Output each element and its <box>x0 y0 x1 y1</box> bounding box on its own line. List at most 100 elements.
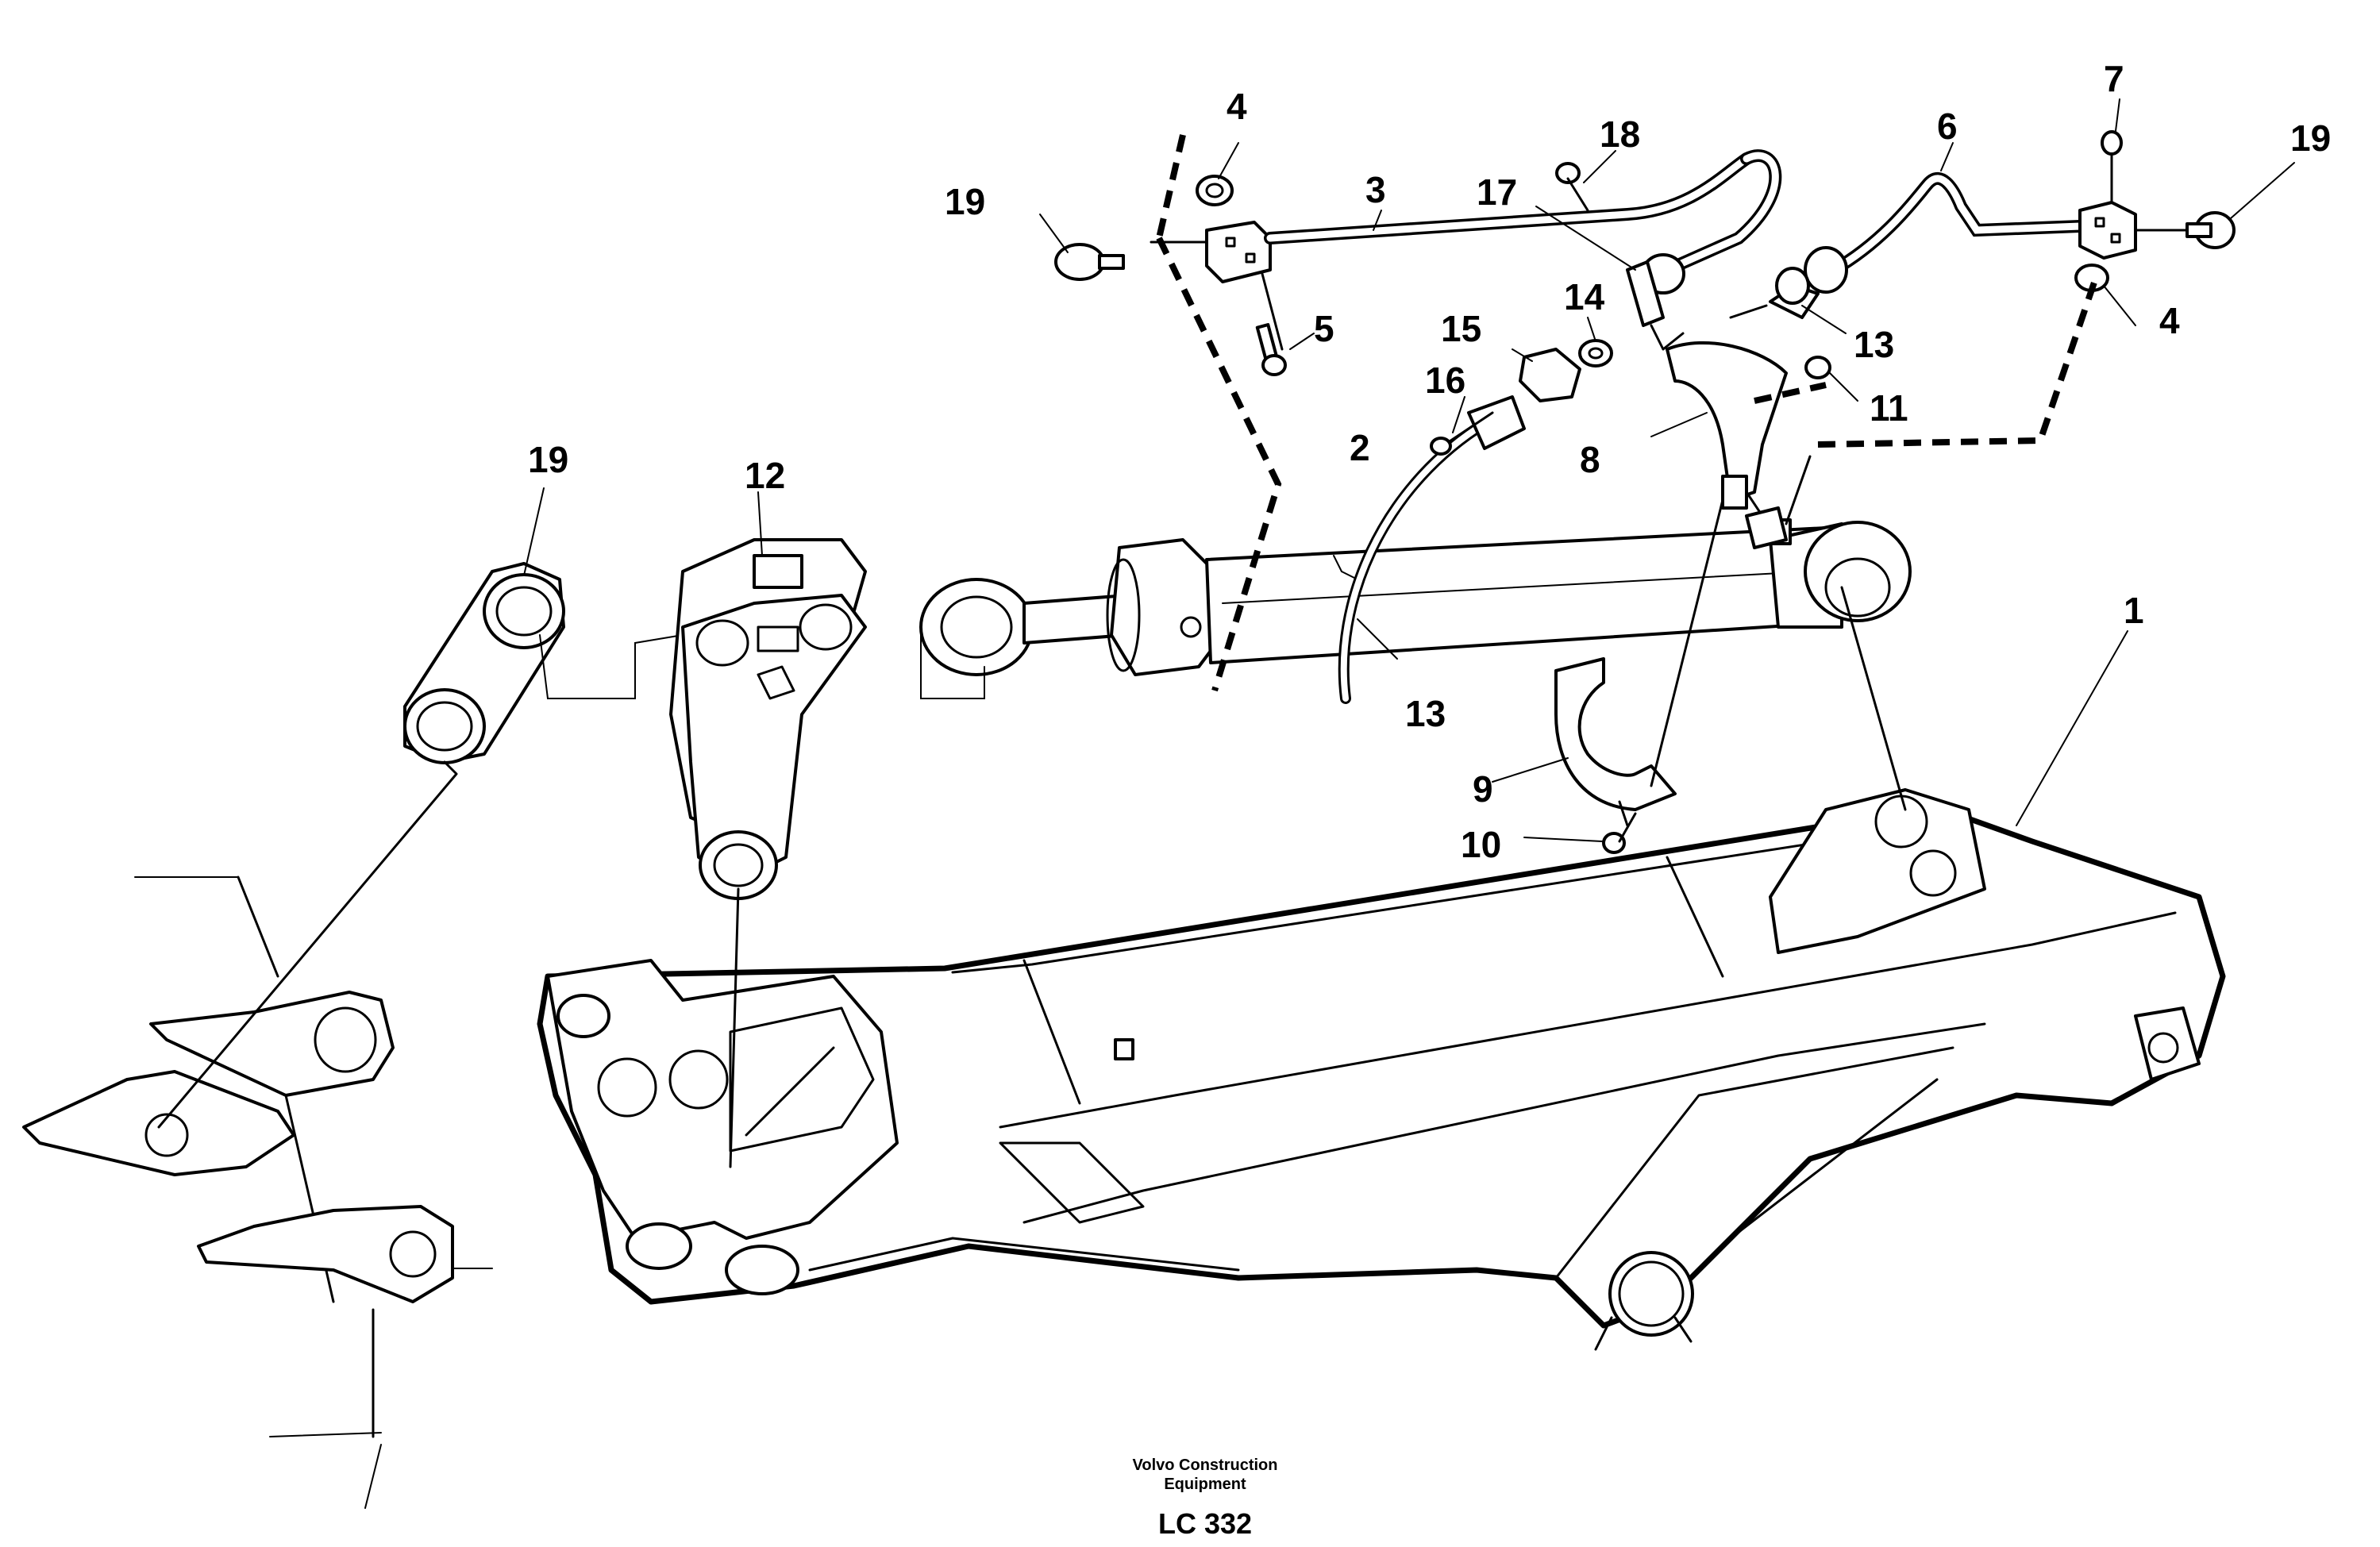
dash-left-cylinder <box>1156 237 1282 692</box>
callout-19-right: 19 <box>2290 117 2331 159</box>
callout-19-link: 19 <box>528 439 568 480</box>
leader-17 <box>1535 206 1636 271</box>
pipe-block-left <box>1205 221 1272 283</box>
rocker-center-block <box>757 625 799 652</box>
bolt-5-axis <box>1261 272 1284 351</box>
cylinder-hose-port <box>1745 506 1788 549</box>
pipe-3-loop-inner <box>1663 152 1779 274</box>
rocker-assembly-line <box>729 887 740 1168</box>
frame-dash-tail <box>364 1444 382 1509</box>
boom-small-boss <box>1114 1038 1134 1060</box>
boom-lower-rib-2 <box>1022 1022 1986 1224</box>
block-hole-2 <box>1245 252 1256 264</box>
frame-bracket-mid-hole <box>144 1113 189 1157</box>
clamp-9 <box>1554 657 1677 811</box>
leader-19c <box>2230 162 2295 219</box>
boom-diagonal-2 <box>1729 1078 1939 1240</box>
footer-company-line2: Equipment <box>1164 1476 1246 1493</box>
callout-14: 14 <box>1564 276 1605 317</box>
leader-19b <box>523 487 545 576</box>
clamp-link-line <box>1650 498 1724 787</box>
callout-17: 17 <box>1477 171 1517 213</box>
leader-4b <box>2103 285 2136 326</box>
boom-foot-bracket <box>546 959 899 1240</box>
callout-2: 2 <box>1350 427 1370 468</box>
callout-13-hose: 13 <box>1405 693 1446 734</box>
leader-lines <box>523 98 2295 842</box>
bolt-7-head <box>2101 130 2123 156</box>
callout-13-adapter: 13 <box>1854 324 1894 365</box>
callout-3: 3 <box>1365 169 1386 210</box>
bolt-18-shank <box>1566 177 1589 212</box>
leader-13b <box>1357 618 1398 660</box>
dash-right-drop <box>1785 455 1812 525</box>
boom-diagonal-1 <box>1554 1046 1954 1280</box>
pipe-part-6 <box>1729 149 2193 319</box>
callout-8: 8 <box>1580 439 1600 480</box>
link-eye-lower-inner <box>416 701 473 752</box>
pipe-block-right <box>2078 201 2137 260</box>
leader-4a <box>1218 142 1239 179</box>
bolt-10-head <box>1602 832 1626 854</box>
boom-foot-hole-1 <box>597 1057 657 1118</box>
leader-11 <box>1829 372 1858 402</box>
rocker-front-plate <box>681 594 867 883</box>
barrel-centerline <box>1222 571 1811 604</box>
dash-right <box>1817 276 2099 448</box>
bolt-16-head <box>1430 437 1452 456</box>
footer-code: LC 332 <box>1158 1507 1252 1540</box>
callout-11: 11 <box>1870 387 1908 429</box>
boom-lower-pin <box>1608 1251 1694 1337</box>
pipe-6-nut <box>1804 246 1848 294</box>
rblock-hole-1 <box>2094 217 2105 228</box>
frame-edge <box>237 875 279 978</box>
leader-14 <box>1587 317 1596 342</box>
nut-4-top-hole <box>1205 183 1224 198</box>
bolt-19-head <box>1054 243 1105 281</box>
footer: Volvo Construction Equipment LC 332 <box>1133 1457 1278 1540</box>
hydraulic-cylinder-part-2 <box>919 518 1912 811</box>
callout-6: 6 <box>1937 106 1958 147</box>
boom-panel-line-2 <box>1666 856 1724 978</box>
cylinder-eye-connection <box>920 626 985 699</box>
hose-inner <box>1340 425 1480 702</box>
frame-bracket-mid <box>22 1070 295 1176</box>
leader-2 <box>1333 555 1342 572</box>
frame-bracket-lower-hole <box>389 1230 437 1278</box>
leader-10 <box>1523 837 1603 842</box>
boom-cylinder-mount <box>1769 788 1986 954</box>
boom-foot-diagonal <box>745 1046 835 1137</box>
boom-foot-lug-2 <box>725 1245 799 1295</box>
callout-18: 18 <box>1600 114 1640 155</box>
leader-15 <box>1512 348 1533 362</box>
footer-company-line1: Volvo Construction <box>1133 1457 1278 1474</box>
leader-6 <box>1940 142 1954 171</box>
clamp-8-tab <box>1721 475 1748 510</box>
bolt-11 <box>1804 356 1831 379</box>
boom-v-cutout <box>999 1141 1145 1224</box>
callout-10: 10 <box>1461 824 1501 865</box>
leader-7 <box>2115 98 2120 132</box>
mount-hole <box>1909 849 1957 897</box>
callout-1: 1 <box>2124 590 2144 631</box>
bolt-18-head <box>1555 162 1581 184</box>
callout-12: 12 <box>745 455 785 496</box>
washer-14-hole <box>1588 347 1604 360</box>
clamp-9-bolt-axis <box>1618 800 1629 827</box>
fitting-17 <box>1626 260 1665 327</box>
pin-leader-2 <box>1673 1316 1693 1343</box>
callout-4-top: 4 <box>1227 86 1247 127</box>
boom-nose-lug <box>2134 1006 2201 1081</box>
leader-12 <box>757 491 763 556</box>
block-hole-1 <box>1225 237 1236 248</box>
boom-foot-lug-1 <box>626 1222 692 1270</box>
base-eye <box>1804 521 1912 622</box>
washer-14 <box>1578 339 1613 368</box>
leader-1 <box>2016 630 2128 826</box>
fitting-17-tail <box>1650 324 1685 351</box>
boom-lower-pin-inner <box>1618 1260 1685 1327</box>
frame-dash-bottom <box>269 1432 382 1437</box>
callout-7: 7 <box>2104 58 2124 99</box>
leader-8 <box>1650 412 1708 437</box>
